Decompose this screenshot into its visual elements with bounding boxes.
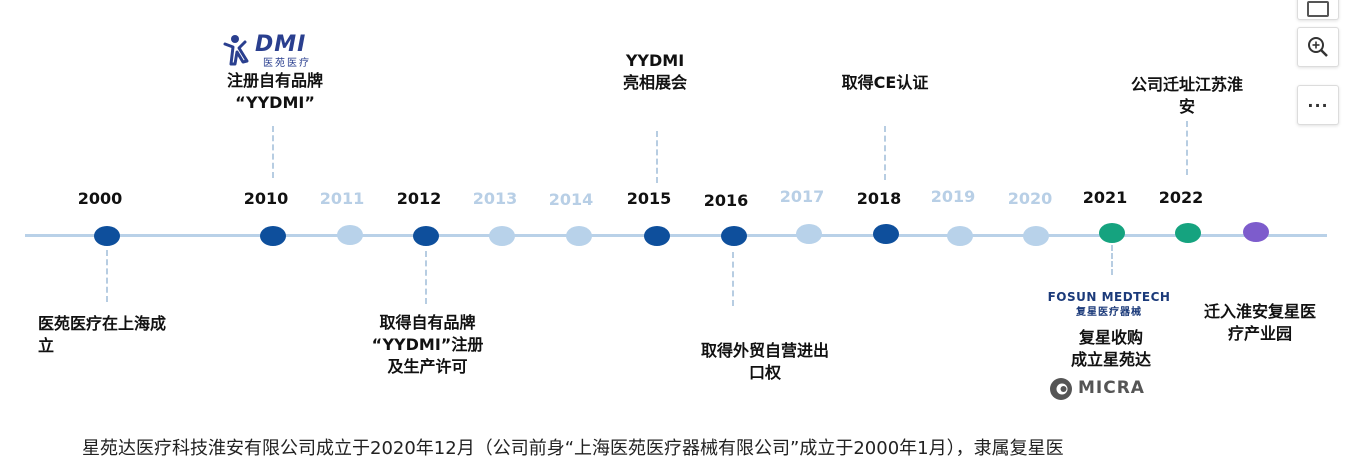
more-options-icon: ···	[1307, 95, 1329, 115]
year-2016: 2016	[703, 191, 749, 210]
dot-2022	[1175, 223, 1201, 243]
year-2012: 2012	[396, 189, 442, 208]
zoom-in-icon	[1308, 37, 1328, 57]
connector-2012	[425, 251, 427, 304]
event-2012: 取得自有品牌 “YYDMI”注册 及生产许可	[371, 313, 484, 376]
event-2000: 医苑医疗在上海成 立	[38, 314, 167, 355]
dot-2014	[566, 226, 592, 246]
dot-2019	[947, 226, 973, 246]
dmi-logo-text: DMI	[255, 32, 307, 57]
toolbar-top-button[interactable]	[1297, 0, 1339, 20]
fosun-medtech-logo: FOSUN MEDTECH 复星医疗器械	[1034, 290, 1184, 318]
event-2021: 复星收购 成立星苑达	[1070, 328, 1151, 369]
micra-mark-icon	[1050, 378, 1072, 400]
micra-logo: MICRA	[1049, 377, 1169, 401]
zoom-in-button[interactable]	[1297, 27, 1339, 67]
micra-logo-text: MICRA	[1078, 378, 1145, 398]
image-icon	[1307, 1, 1329, 17]
event-2015: YYDMI 亮相展会	[622, 51, 687, 92]
dot-2010	[260, 226, 286, 246]
event-2016: 取得外贸自营进出 口权	[700, 341, 829, 382]
event-final: 迁入淮安复星医 疗产业园	[1203, 302, 1316, 343]
year-2018: 2018	[856, 189, 902, 208]
event-2018: 取得CE认证	[841, 73, 929, 92]
more-options-button[interactable]: ···	[1297, 85, 1339, 125]
dot-2012	[413, 226, 439, 246]
dot-2015	[644, 226, 670, 246]
dot-2020	[1023, 226, 1049, 246]
year-2022: 2022	[1158, 188, 1204, 207]
connector-2015	[656, 131, 658, 183]
dot-2011	[337, 225, 363, 245]
event-2010: 注册自有品牌 “YYDMI”	[226, 71, 323, 112]
dot-2018	[873, 224, 899, 244]
dmi-figure-icon	[223, 35, 249, 66]
year-2000: 2000	[77, 189, 123, 208]
timeline-line	[25, 234, 1327, 237]
connector-2021	[1111, 245, 1113, 275]
fosun-logo-text: FOSUN MEDTECH	[1047, 290, 1171, 304]
year-2021: 2021	[1082, 188, 1128, 207]
dot-2016	[721, 226, 747, 246]
year-2014: 2014	[548, 190, 594, 209]
dot-2000	[94, 226, 120, 246]
dmi-logo-subtext: 医苑医疗	[263, 58, 311, 69]
connector-2018	[884, 126, 886, 180]
year-2010: 2010	[243, 189, 289, 208]
dot-2017	[796, 224, 822, 244]
year-2019: 2019	[930, 187, 976, 206]
dot-final	[1243, 222, 1269, 242]
fosun-logo-subtext: 复星医疗器械	[1076, 307, 1142, 318]
year-2017: 2017	[779, 187, 825, 206]
dot-2021	[1099, 223, 1125, 243]
dot-2013	[489, 226, 515, 246]
year-2020: 2020	[1007, 189, 1053, 208]
event-2022: 公司迁址江苏淮 安	[1130, 75, 1243, 116]
year-2013: 2013	[472, 189, 518, 208]
connector-2000	[106, 250, 108, 302]
connector-2016	[732, 252, 734, 306]
year-2015: 2015	[626, 189, 672, 208]
connector-2010	[272, 126, 274, 178]
connector-2022	[1186, 121, 1188, 175]
year-2011: 2011	[319, 189, 365, 208]
intro-paragraph: 星苑达医疗科技淮安有限公司成立于2020年12月（公司前身“上海医苑医疗器械有限…	[82, 438, 1064, 459]
dmi-logo: DMI 医苑医疗	[221, 32, 325, 69]
